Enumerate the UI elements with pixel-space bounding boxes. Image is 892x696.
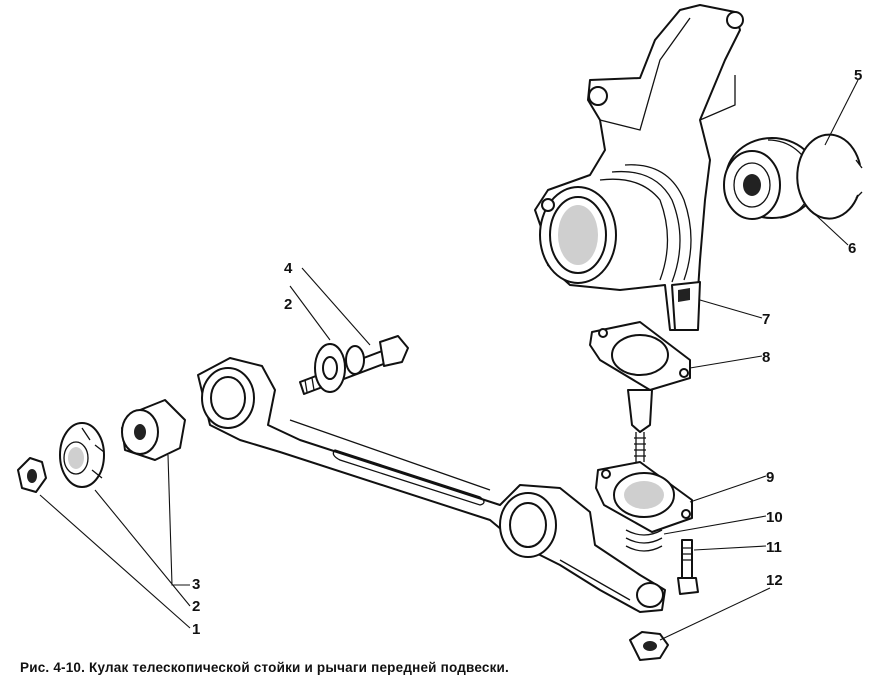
washer xyxy=(59,422,105,488)
callout-5: 5 xyxy=(854,67,862,84)
nut-lower xyxy=(629,631,669,661)
callout-3: 3 xyxy=(192,576,200,593)
callout-1: 1 xyxy=(192,621,200,638)
wheel-bearing xyxy=(723,137,819,220)
leader-lines xyxy=(39,79,859,641)
ball-joint-upper xyxy=(589,321,691,462)
ball-joint-lower xyxy=(595,461,693,552)
figure-caption: Рис. 4-10. Кулак телескопической стойки … xyxy=(20,660,509,675)
callout-9: 9 xyxy=(766,469,774,486)
callout-4: 4 xyxy=(284,260,293,277)
bolt-small xyxy=(677,539,699,595)
callout-7: 7 xyxy=(762,311,770,328)
callout-2-lower: 2 xyxy=(192,598,200,615)
callout-8: 8 xyxy=(762,349,770,366)
rubber-bushing xyxy=(121,399,186,461)
callout-12: 12 xyxy=(766,572,783,589)
control-arm xyxy=(197,357,666,613)
callout-11: 11 xyxy=(766,539,782,556)
circlip xyxy=(796,133,863,220)
callout-10: 10 xyxy=(766,509,783,526)
callout-2-upper: 2 xyxy=(284,296,292,313)
stud-bolt xyxy=(299,335,409,395)
callout-labels: 1 2 2 3 4 5 6 7 8 9 10 11 12 xyxy=(192,67,862,638)
nut xyxy=(17,457,47,493)
callout-6: 6 xyxy=(848,240,856,257)
steering-knuckle xyxy=(534,4,744,331)
